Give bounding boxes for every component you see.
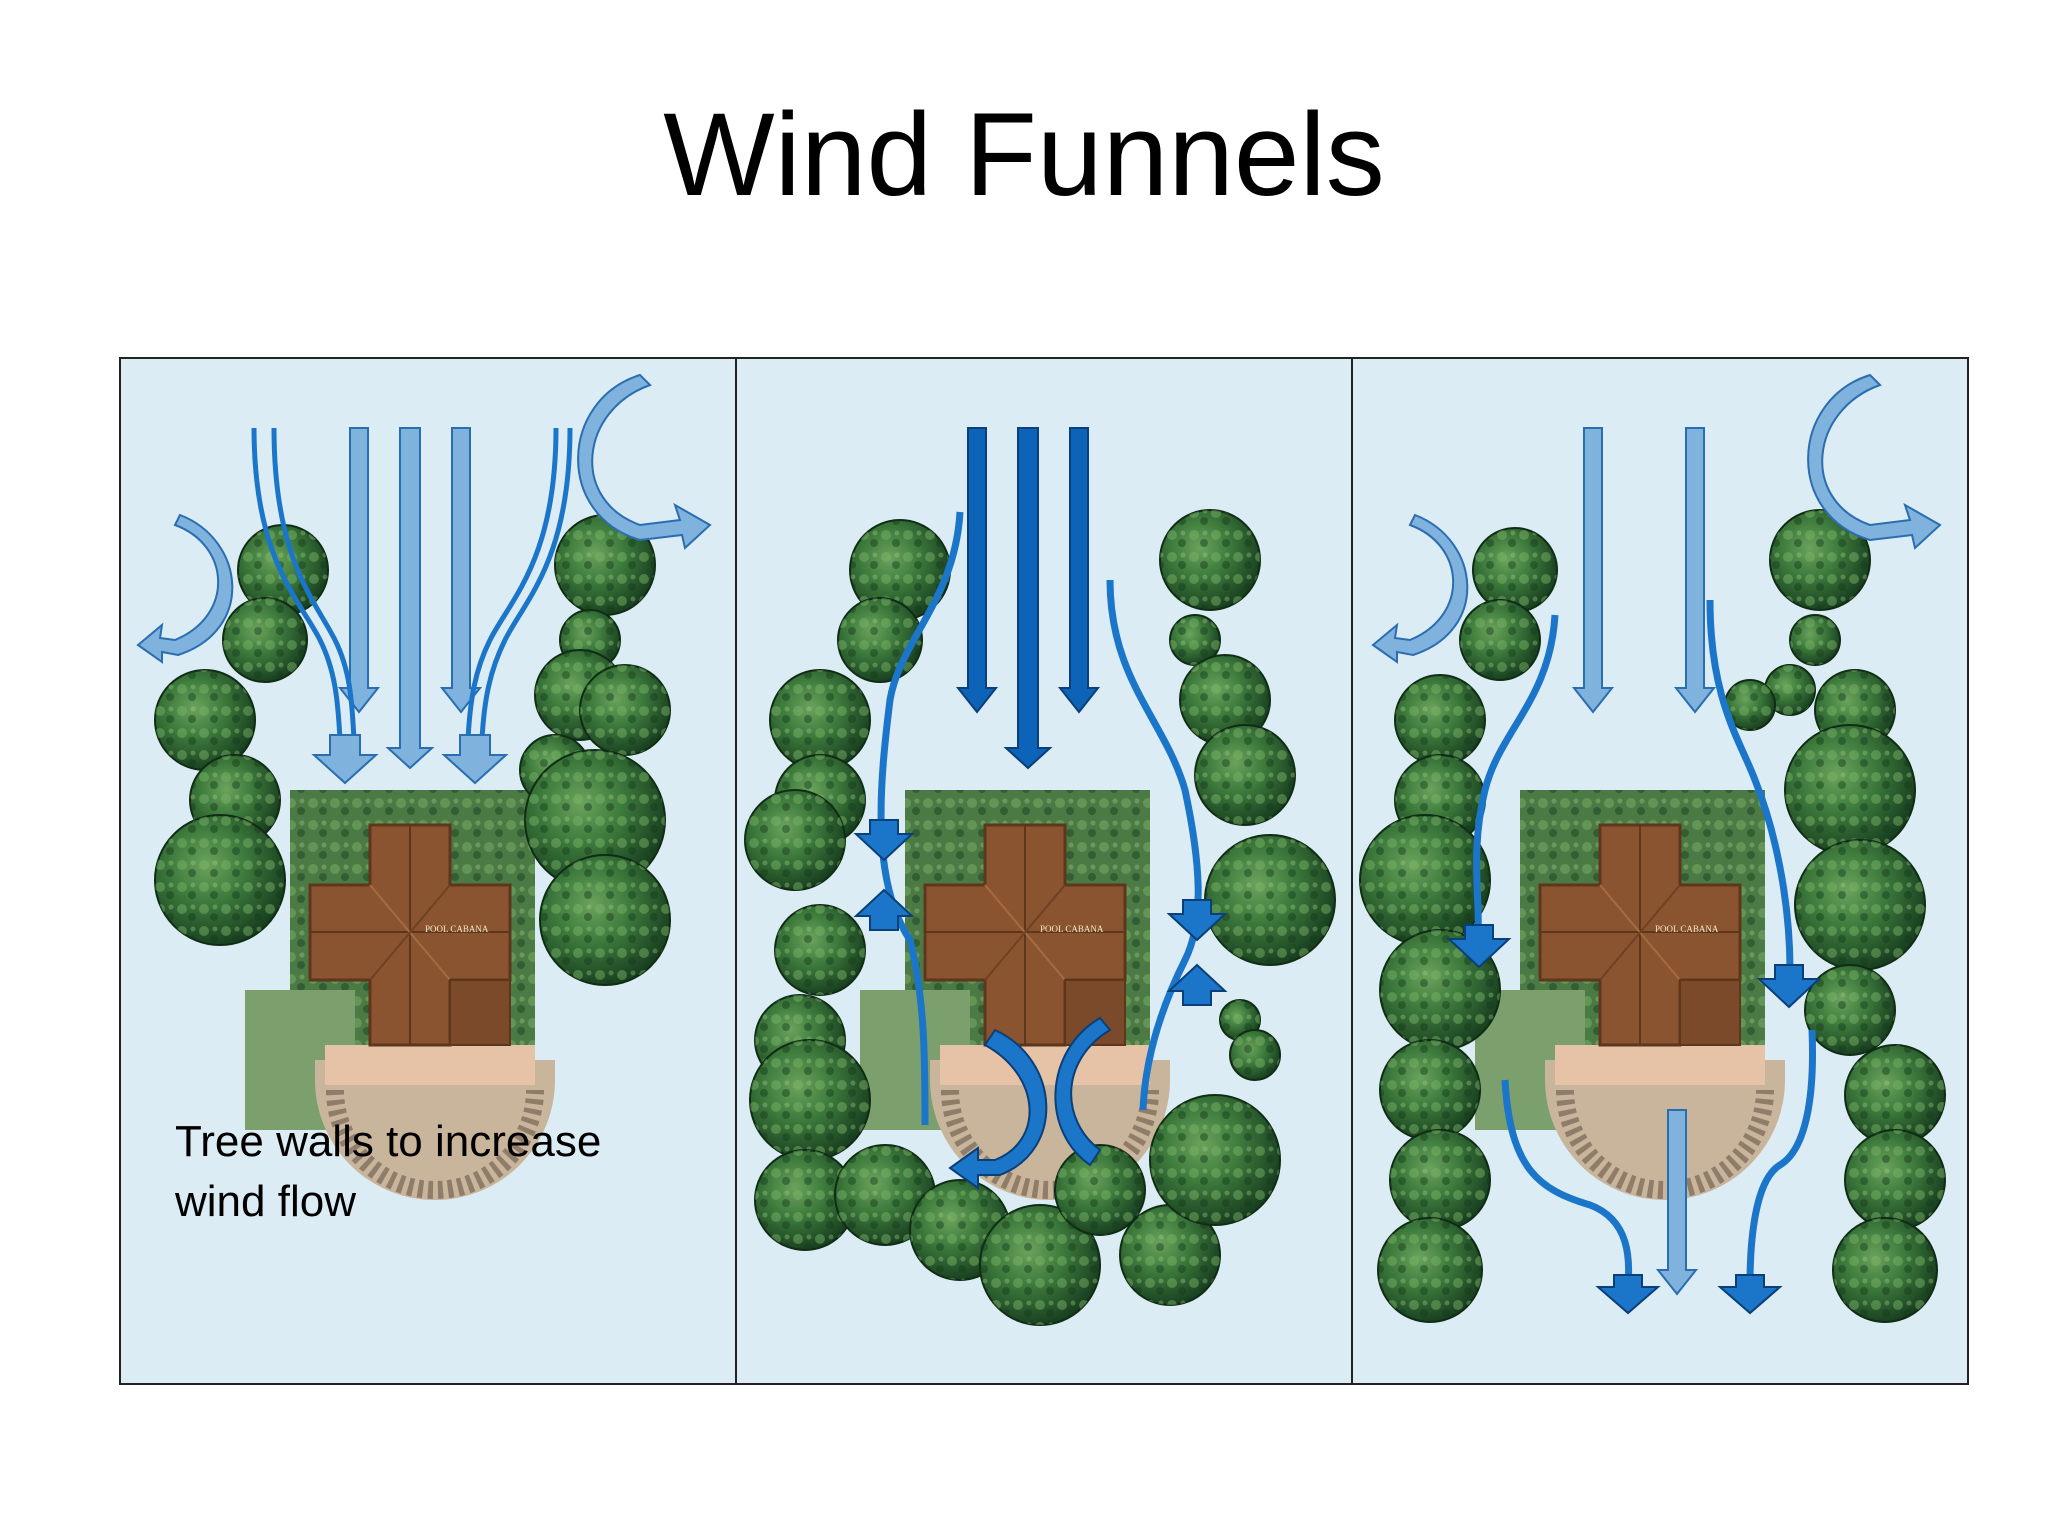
wind-arrow-icon <box>1057 427 1101 714</box>
wind-arrow-icon <box>955 427 999 714</box>
panel-right-wind-arrows <box>1371 373 1942 1315</box>
tree-icon <box>1844 1129 1946 1231</box>
tree-icon <box>154 814 286 946</box>
tree-icon <box>837 597 923 683</box>
tree-icon <box>1459 599 1541 681</box>
tree-icon <box>849 519 951 621</box>
tree-icon <box>1472 527 1558 613</box>
tree-icon <box>1769 509 1871 611</box>
svg-text:POOL CABANA: POOL CABANA <box>1040 924 1104 934</box>
tree-icon <box>1394 674 1486 766</box>
tree-icon <box>1194 724 1296 826</box>
wind-arrow-icon <box>1673 427 1717 714</box>
tree-icon <box>1119 1204 1221 1306</box>
tree-icon <box>1804 964 1896 1056</box>
tree-icon <box>1764 664 1816 716</box>
tree-icon <box>554 514 656 616</box>
tree-icon <box>979 1204 1101 1326</box>
tree-icon <box>524 749 666 891</box>
tree-icon <box>1784 724 1916 856</box>
building-label: POOL CABANA POOL CABANA POOL CABANA <box>425 924 1719 934</box>
tree-icon <box>1794 839 1926 971</box>
tree-icon <box>1169 614 1221 666</box>
tree-icon <box>222 597 308 683</box>
panel-left-wind-arrows <box>136 373 712 785</box>
tree-icon <box>1377 1217 1483 1323</box>
slide-title: Wind Funnels <box>663 89 1385 221</box>
tree-icon <box>1204 834 1336 966</box>
tree-icon <box>1159 509 1261 611</box>
tree-icon <box>1179 654 1271 746</box>
tree-icon <box>1149 1094 1281 1226</box>
tree-walls <box>154 509 1946 1326</box>
svg-text:POOL CABANA: POOL CABANA <box>425 924 489 934</box>
tree-icon <box>1789 614 1841 666</box>
tree-icon <box>1379 1039 1481 1141</box>
tree-icon <box>754 1149 856 1251</box>
tree-icon <box>579 664 671 756</box>
diagram-caption: Tree walls to increase wind flow <box>175 1117 602 1226</box>
wind-arrow-icon <box>1571 427 1615 714</box>
tree-icon <box>744 789 846 891</box>
tree-icon <box>1054 1144 1146 1236</box>
tree-icon <box>1724 679 1776 731</box>
svg-text:POOL CABANA: POOL CABANA <box>1655 924 1719 934</box>
tree-icon <box>1389 1129 1491 1231</box>
tree-icon <box>539 854 671 986</box>
tree-icon <box>1379 929 1501 1051</box>
tree-icon <box>1229 1029 1281 1081</box>
wind-arrow-icon <box>1655 1109 1699 1296</box>
tree-icon <box>774 904 866 996</box>
tree-icon <box>749 1039 871 1161</box>
wind-arrow-icon <box>385 427 435 770</box>
tree-icon <box>769 669 871 771</box>
tree-icon <box>1844 1044 1946 1146</box>
panel-middle-wind-arrows <box>853 427 1228 1190</box>
tree-icon <box>1832 1217 1938 1323</box>
tree-icon <box>154 669 256 771</box>
tree-icon <box>1359 814 1491 946</box>
wind-arrow-icon <box>1003 427 1053 770</box>
